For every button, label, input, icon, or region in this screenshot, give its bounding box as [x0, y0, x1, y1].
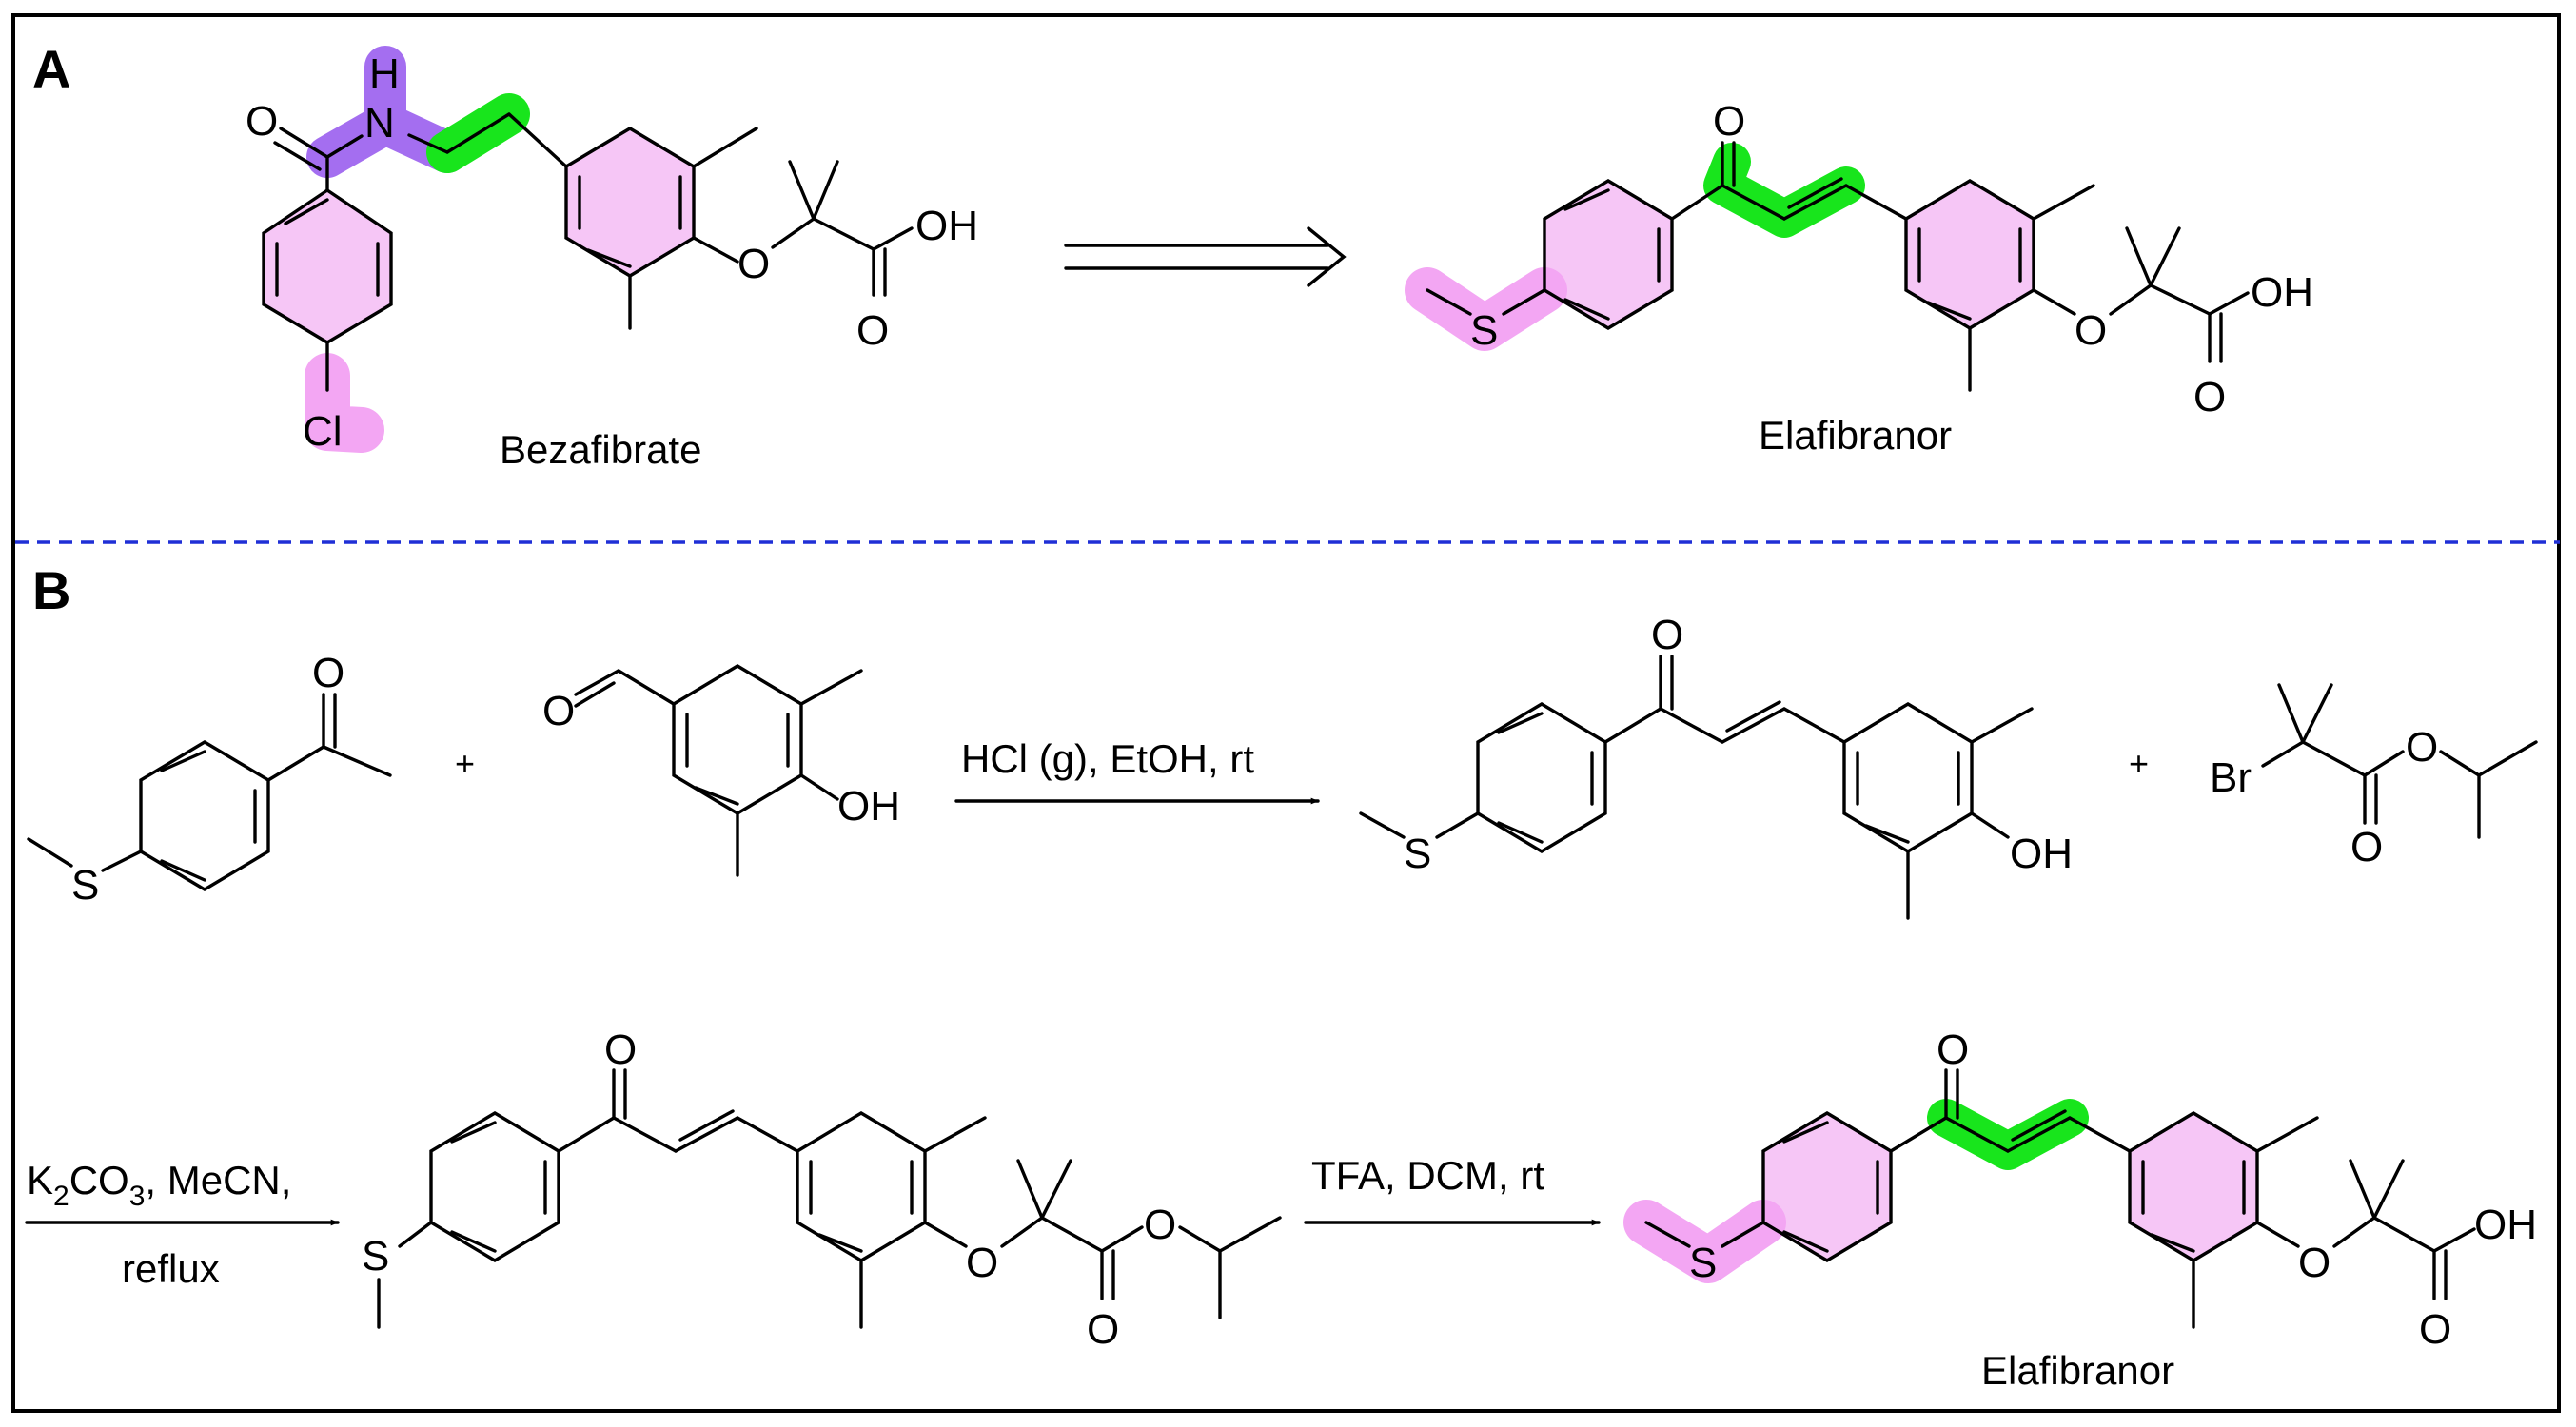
elafibranor-a-enone-highlight [1703, 143, 1865, 238]
bezafibrate-acid-carbonyl-o: O [856, 307, 889, 354]
isopropyl-bromoisobutyrate-structure: Br O O [2210, 683, 2538, 870]
bezafibrate-ether-o: O [737, 241, 770, 287]
bezafibrate-dimethylphenyl-ring-highlight [566, 128, 694, 276]
elafibranor-b-ketone-o: O [1937, 1026, 1969, 1073]
elafibranor-b-enone-highlight [1927, 1099, 2089, 1170]
bezafibrate-amide-h: H [369, 50, 400, 97]
bromoester-ester-o: O [2406, 724, 2438, 771]
bezafibrate-chlorophenyl-ring-highlight [264, 190, 391, 342]
step3-conditions: TFA, DCM, rt [1311, 1153, 1544, 1198]
elafibranor-a-ether-o: O [2075, 307, 2107, 354]
benzaldehyde-phenol-oh: OH [837, 783, 900, 830]
chlorine-highlight [305, 353, 384, 453]
bromoester-carbonyl-o: O [2350, 824, 2383, 870]
hydroxydimethylbenzaldehyde-structure: O OH [542, 664, 900, 877]
bezafibrate-name: Bezafibrate [500, 427, 701, 472]
intermediate2-ester-o: O [1144, 1202, 1176, 1248]
elafibranor-b-acid-carbonyl-o: O [2419, 1306, 2451, 1353]
acetophenone-s-atom: S [71, 862, 99, 909]
chalcone-phenol-intermediate-structure: S O OH [1359, 612, 2073, 920]
elafibranor-name-panel-a: Elafibranor [1759, 413, 1952, 458]
acetophenone-ketone-o: O [312, 650, 344, 696]
isopropyl-ester-intermediate-structure: S O O O O [362, 1026, 1282, 1353]
methylthioacetophenone-structure: O S [27, 650, 392, 909]
elafibranor-structure-panel-a: S O O O OH [1405, 98, 2313, 420]
intermediate2-ketone-o: O [604, 1026, 637, 1073]
step2-sub-2: 2 [53, 1181, 69, 1212]
step2-conditions: K2CO3, MeCN, reflux [27, 1158, 291, 1291]
elafibranor-b-s-atom: S [1689, 1240, 1717, 1286]
panel-b-label: B [32, 560, 70, 620]
amide-highlight [306, 46, 468, 178]
elafibranor-b-dimethylphenyl-ring-highlight [2130, 1113, 2257, 1261]
step2-potassium: K [27, 1158, 53, 1202]
bezafibrate-amide-n: N [364, 100, 395, 147]
elafibranor-b-thiophenyl-ring-highlight [1763, 1113, 1891, 1261]
elafibranor-a-acid-oh: OH [2251, 269, 2313, 316]
intermediate2-ester-carbonyl-o: O [1087, 1306, 1119, 1353]
intermediate1-ketone-o: O [1651, 612, 1683, 658]
bezafibrate-cl-atom: Cl [303, 408, 343, 455]
intermediate2-s-atom: S [362, 1233, 389, 1280]
plus-sign-1: + [455, 744, 475, 783]
intermediate1-s-atom: S [1404, 831, 1431, 877]
bezafibrate-acid-oh: OH [915, 203, 978, 249]
bezafibrate-carbonyl-o: O [246, 98, 278, 145]
elafibranor-a-s-atom: S [1470, 307, 1498, 354]
elafibranor-name-panel-b: Elafibranor [1981, 1348, 2174, 1393]
step2-sub-3: 3 [129, 1181, 146, 1212]
elafibranor-a-acid-carbonyl-o: O [2193, 374, 2226, 420]
elafibranor-b-acid-oh: OH [2474, 1202, 2537, 1248]
panel-a-label: A [32, 39, 70, 99]
svg-text:K2CO3, MeCN,: K2CO3, MeCN, [27, 1158, 291, 1212]
elafibranor-a-dimethylphenyl-ring-highlight [1906, 181, 2034, 328]
panel-a-transformation-arrow [1064, 226, 1347, 287]
step2-carbonate: CO [69, 1158, 129, 1202]
bezafibrate-structure: Cl O N H O O OH [246, 46, 978, 455]
intermediate1-phenol-oh: OH [2010, 831, 2073, 877]
elafibranor-b-ether-o: O [2298, 1240, 2330, 1286]
elafibranor-a-thiophenyl-ring-highlight [1544, 181, 1672, 328]
intermediate2-ether-o: O [966, 1240, 998, 1286]
step2-conditions-rest: , MeCN, [145, 1158, 291, 1202]
bromoester-br-atom: Br [2210, 754, 2252, 801]
step1-conditions: HCl (g), EtOH, rt [961, 736, 1254, 781]
elafibranor-structure-panel-b: S O O O OH [1623, 1026, 2537, 1353]
elafibranor-a-ketone-o: O [1713, 98, 1745, 145]
plus-sign-2: + [2129, 744, 2149, 783]
figure-frame [11, 13, 2561, 1413]
benzaldehyde-aldehyde-o: O [542, 688, 575, 734]
step2-conditions-reflux: reflux [122, 1246, 220, 1291]
